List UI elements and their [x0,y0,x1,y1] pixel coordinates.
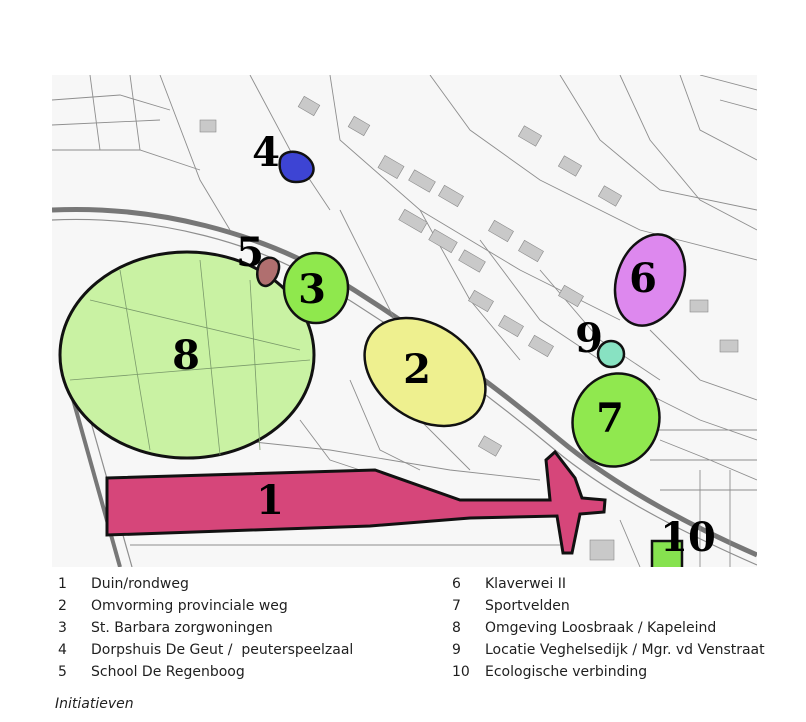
area-3-label: 3 [298,266,326,313]
area-4-shape [278,150,315,184]
area-5-shape [256,256,281,288]
legend-number: 7 [452,598,461,614]
legend-text: Duin/rondweg [91,576,189,592]
area-6-shape [613,233,687,327]
legend-item: 4 Dorpshuis De Geut / peuterspeelzaal [58,639,353,661]
legend-text: Locatie Veghelsedijk / Mgr. vd Venstraat [485,642,765,658]
area-9-label: 9 [575,315,603,362]
legend-number: 3 [58,620,67,636]
legend-number: 9 [452,642,461,658]
legend-text: Omvorming provinciale weg [91,598,288,614]
legend-text: Sportvelden [485,598,570,614]
area-10-label: 10 [660,514,716,561]
area-2-shape [363,316,487,428]
area-7-label: 7 [596,395,624,442]
legend-item: 7 Sportvelden [452,595,765,617]
area-8-interior-lines [69,259,311,456]
legend-number: 1 [58,576,67,592]
legend-item: 1 Duin/rondweg [58,573,353,595]
legend-text: Dorpshuis De Geut / peuterspeelzaal [91,642,354,658]
legend-item: 9 Locatie Veghelsedijk / Mgr. vd Venstraa… [452,639,765,661]
area-4-label: 4 [252,129,280,176]
legend-item: 8 Omgeving Loosbraak / Kapeleind [452,617,765,639]
legend-number: 10 [452,664,470,680]
legend-text: Klaverwei II [485,576,566,592]
area-6-label: 6 [629,255,657,302]
area-5-label: 5 [236,229,264,276]
legend-text: School De Regenboog [91,664,245,680]
legend-item: 3 St. Barbara zorgwoningen [58,617,353,639]
legend-left-column: 1 Duin/rondweg 2 Omvorming provinciale weg… [58,573,353,683]
area-2-label: 2 [403,346,431,393]
legend-item: 5 School De Regenboog [58,661,353,683]
area-7-shape [571,372,661,468]
legend-number: 5 [58,664,67,680]
legend-number: 2 [58,598,67,614]
legend-text: Omgeving Loosbraak / Kapeleind [485,620,717,636]
legend-number: 4 [58,642,67,658]
area-1-label: 1 [256,477,284,524]
legend-item: 10 Ecologische verbinding [452,661,765,683]
buildings [199,95,739,561]
legend-right-column: 6 Klaverwei II 7 Sportvelden 8 Omgeving Loo… [452,573,765,683]
figure-caption: Initiatieven [55,696,134,712]
area-10-shape [650,539,684,567]
area-3-shape [282,251,350,325]
site-map: 4 5 3 8 2 6 9 7 1 10 [52,75,757,567]
area-8-label: 8 [172,332,200,379]
legend-number: 6 [452,576,461,592]
area-1-shape [105,449,607,555]
area-8-shape [58,250,316,460]
legend-item: 2 Omvorming provinciale weg [58,595,353,617]
legend-number: 8 [452,620,461,636]
legend-item: 6 Klaverwei II [452,573,765,595]
area-9-shape [596,339,626,369]
legend-text: St. Barbara zorgwoningen [91,620,273,636]
legend-text: Ecologische verbinding [485,664,648,680]
